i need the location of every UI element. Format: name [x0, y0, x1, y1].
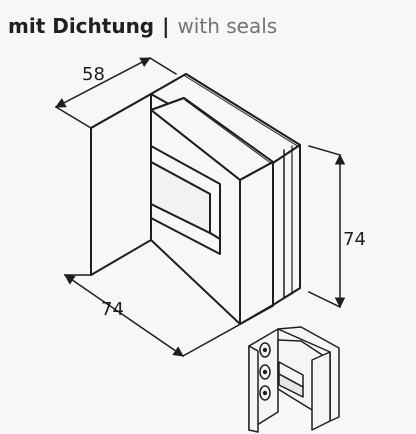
width-label: 74: [101, 299, 124, 320]
height-label: 74: [343, 229, 366, 250]
wall-mount-plate: [90, 93, 152, 276]
thumbnail-hinge-recess: [278, 373, 304, 398]
wall-plate-top-edge: [90, 93, 152, 129]
width-dimension-line: [63, 273, 185, 358]
thumbnail-front-clamp-side: [311, 351, 331, 431]
back-clamp-side-face: [272, 144, 301, 306]
dimension-lines: [54, 56, 346, 358]
front-clamp-side-face: [239, 161, 274, 325]
hinge-reference-thumbnail: [248, 326, 340, 433]
glass-door-hinge-drawing: [90, 73, 301, 325]
screw-head-top-icon: [262, 347, 268, 353]
screw-head-bottom-icon: [262, 390, 268, 396]
screw-head-middle-icon: [262, 369, 268, 375]
seal-line-upper: [185, 73, 301, 146]
seal-line-back-upper: [184, 75, 300, 148]
depth-extension-left: [54, 105, 93, 130]
seal-line-lower: [183, 97, 274, 163]
thumbnail-wall-plate-side: [248, 345, 259, 433]
bottom-seal-line: [283, 287, 301, 299]
hinge-recess: [150, 161, 211, 234]
diagram-title: mit Dichtung | with seals: [8, 11, 277, 41]
depth-extension-right: [148, 56, 178, 76]
height-extension-bottom: [307, 290, 342, 309]
title-english: with seals: [177, 14, 278, 38]
height-extension-top: [308, 145, 341, 156]
depth-dimension-line: [54, 56, 152, 109]
title-german: mit Dichtung: [8, 14, 155, 38]
seal-line-back-lower: [184, 99, 273, 165]
title-separator: |: [162, 14, 170, 38]
depth-label: 58: [82, 64, 105, 85]
